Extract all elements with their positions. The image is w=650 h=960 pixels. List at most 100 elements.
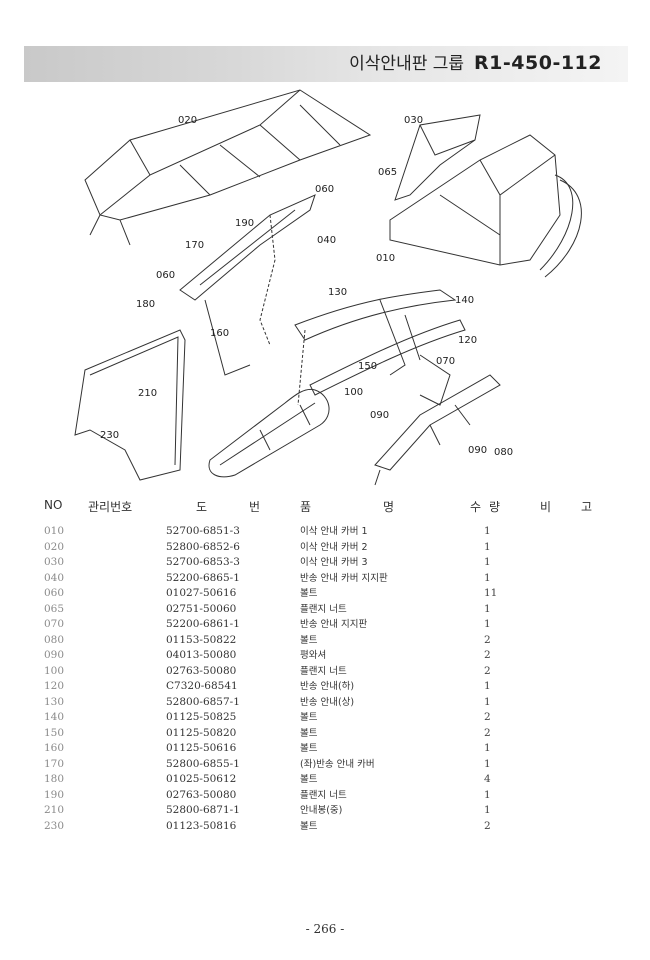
callout-label: 180	[136, 299, 155, 310]
leader-lines	[259, 214, 306, 406]
callout-label: 130	[328, 287, 347, 298]
parts-exploded-diagram: 020 030 065 060 190 040 170 010 060 180 …	[60, 85, 620, 495]
callout-label: 080	[494, 447, 513, 458]
drawing-number: C7320-68541	[166, 680, 238, 692]
item-name: 볼트	[300, 588, 318, 599]
item-name: 볼트	[300, 634, 318, 646]
quantity: 1	[484, 788, 491, 801]
table-row: 120 C7320-68541 반송 안내(하) 1	[40, 679, 600, 695]
guide-rails-drawing	[294, 289, 466, 406]
callout-label: 030	[404, 115, 423, 126]
group-title-text: 이삭안내판 그룹	[349, 54, 465, 74]
callout-label: 020	[178, 115, 197, 126]
drawing-number: 01027-50616	[166, 587, 237, 599]
drawing-number: 52800-6871-1	[166, 804, 240, 816]
table-row: 090 04013-50080 평와셔 2	[40, 648, 600, 664]
right-frame-drawing	[374, 374, 501, 486]
callout-label: 120	[458, 335, 477, 346]
drawing-number: 01025-50612	[166, 773, 237, 785]
quantity: 2	[484, 819, 491, 832]
callout-label: 070	[436, 356, 455, 367]
callout-label: 160	[210, 328, 229, 339]
quantity: 11	[484, 587, 498, 599]
part-number-index: 160	[44, 742, 65, 754]
callout-label: 090	[468, 445, 487, 456]
part-number-index: 120	[44, 680, 65, 692]
quantity: 1	[484, 680, 491, 692]
drawing-number: 52200-6865-1	[166, 571, 240, 584]
drawing-number: 52800-6855-1	[166, 757, 240, 770]
item-name: 볼트	[300, 727, 318, 739]
callout-label: 060	[156, 270, 175, 281]
column-header-remarks: 비고	[540, 500, 623, 514]
part-number-index: 190	[44, 788, 65, 801]
drawing-number: 02763-50080	[166, 788, 237, 801]
quantity: 2	[484, 649, 491, 661]
part-number-index: 090	[44, 649, 65, 661]
part-number-index: 100	[44, 664, 65, 677]
part-number-index: 140	[44, 711, 65, 723]
drawing-number: 01125-50616	[166, 742, 237, 754]
header-band	[24, 46, 628, 82]
drawing-number: 01125-50825	[166, 711, 237, 723]
quantity: 2	[484, 664, 491, 677]
drawing-number: 02763-50080	[166, 664, 237, 677]
quantity: 1	[484, 571, 491, 584]
item-name: 볼트	[300, 820, 318, 832]
quantity: 2	[484, 711, 491, 723]
part-number-index: 070	[44, 618, 65, 630]
callout-label: 190	[235, 218, 254, 229]
quantity: 1	[484, 525, 491, 537]
callout-label: 090	[370, 410, 389, 421]
item-name: 볼트	[300, 712, 318, 723]
quantity: 1	[484, 540, 491, 553]
item-name: 이삭 안내 카버 2	[300, 541, 368, 553]
drawing-number: 52700-6853-3	[166, 556, 240, 568]
callout-label: 100	[344, 387, 363, 398]
column-header-item-name: 품명	[300, 500, 467, 514]
callout-label: 065	[378, 167, 397, 178]
part-number-index: 020	[44, 540, 65, 553]
item-name: 이삭 안내 카버 1	[300, 526, 368, 537]
column-header-drawing-number: 도번	[196, 500, 303, 514]
drawing-number: 04013-50080	[166, 649, 237, 661]
item-name: 반송 안내 지지판	[300, 619, 368, 630]
page-number: - 266 -	[305, 922, 345, 936]
quantity: 1	[484, 618, 491, 630]
part-number-index: 150	[44, 726, 65, 739]
cover-020-drawing	[84, 89, 372, 246]
callout-labels: 020 030 065 060 190 040 170 010 060 180 …	[100, 115, 513, 458]
drawing-number: 52800-6857-1	[166, 695, 240, 708]
quantity: 1	[484, 757, 491, 770]
column-header-quantity: 수량	[470, 500, 509, 514]
item-name: 플랜지 너트	[300, 789, 347, 801]
item-name: 플랜지 너트	[300, 603, 347, 615]
callout-label: 060	[315, 184, 334, 195]
item-name: 안내봉(중)	[300, 805, 343, 816]
part-number-index: 210	[44, 804, 65, 816]
item-name: 평와셔	[300, 650, 327, 661]
quantity: 2	[484, 633, 491, 646]
guide-rod-210-drawing	[74, 329, 186, 481]
drawing-number: 01153-50822	[166, 633, 237, 646]
quantity: 1	[484, 695, 491, 708]
callout-label: 210	[138, 388, 157, 399]
table-row: 140 01125-50825 볼트 2	[40, 710, 600, 726]
item-name: 반송 안내(하)	[300, 681, 355, 692]
part-number-index: 040	[44, 571, 65, 584]
part-number-index: 230	[44, 819, 65, 832]
item-name: 이삭 안내 카버 3	[300, 557, 368, 568]
part-number-index: 065	[44, 602, 65, 615]
part-number-index: 060	[44, 587, 65, 599]
drawing-number: 01123-50816	[166, 819, 237, 832]
drawing-number: 01125-50820	[166, 726, 237, 739]
item-name: 플랜지 너트	[300, 665, 347, 677]
callout-label: 140	[455, 295, 474, 306]
